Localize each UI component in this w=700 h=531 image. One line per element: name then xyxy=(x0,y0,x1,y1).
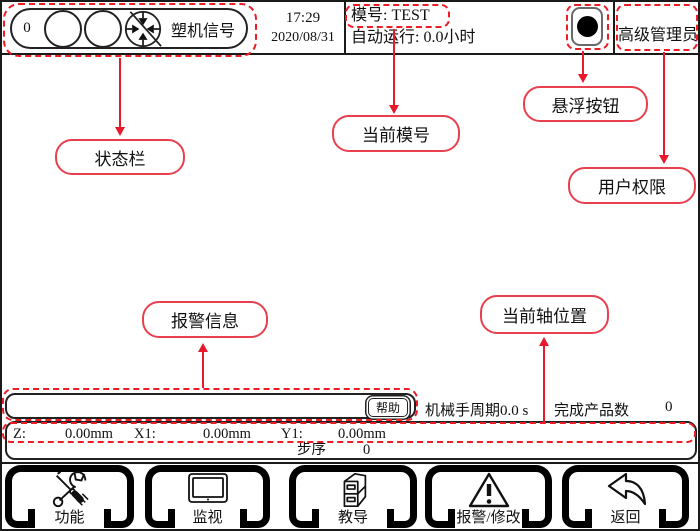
robot-cycle-value: 0.0 s xyxy=(500,403,529,419)
button-frame-hook xyxy=(387,509,417,528)
return-button[interactable]: 返回 xyxy=(562,465,689,528)
cabinet-icon xyxy=(289,470,417,510)
button-frame-hook xyxy=(104,509,134,528)
mold-info: 模号: TEST 自动运行: 0.0小时 xyxy=(351,5,475,49)
axis-position-bar: Z: 0.00mm X1: 0.00mm Y1: 0.00mm 步序 0 xyxy=(5,421,697,460)
arrow-axis-position xyxy=(543,345,545,422)
back-arrow-icon xyxy=(562,470,689,510)
arrow-user-permission xyxy=(663,52,665,156)
y1-axis-value: 0.00mm xyxy=(338,426,386,442)
machine-signal-status-bar[interactable]: 0 塑机信号 xyxy=(10,8,248,49)
products-value: 0 xyxy=(665,399,673,415)
floating-button[interactable] xyxy=(571,7,603,46)
alarm-message-bar[interactable]: 帮助 xyxy=(5,393,416,419)
arrowhead xyxy=(659,155,669,164)
user-role[interactable]: 高级管理员 xyxy=(617,26,698,44)
button-frame-hook xyxy=(659,509,689,528)
alarm-modify-button-label: 报警/修改 xyxy=(456,510,521,526)
callout-status-bar: 状态栏 xyxy=(55,139,185,175)
signal-indicator-icon xyxy=(84,9,122,48)
signal-indicator-icon xyxy=(44,9,82,48)
monitor-icon xyxy=(145,470,270,508)
function-button-label: 功能 xyxy=(54,510,85,526)
button-frame-hook xyxy=(522,509,552,528)
monitor-button[interactable]: 监视 xyxy=(145,465,270,528)
converge-crosshair-icon xyxy=(124,10,162,48)
callout-user-permission: 用户权限 xyxy=(568,167,696,204)
callout-alarm-info: 报警信息 xyxy=(142,301,268,338)
floating-button-dot-icon xyxy=(576,16,598,37)
toolbar-divider xyxy=(2,462,698,464)
function-button[interactable]: 功能 xyxy=(5,465,134,528)
arrow-float-button xyxy=(582,51,584,75)
teach-button-label: 教导 xyxy=(337,510,368,526)
signal-label: 塑机信号 xyxy=(171,22,236,40)
clock: 17:29 2020/08/31 xyxy=(260,8,346,48)
button-frame xyxy=(425,465,552,512)
y1-axis-label: Y1: xyxy=(281,426,303,442)
date-text: 2020/08/31 xyxy=(271,30,335,45)
mold-number-row: 模号: TEST xyxy=(351,7,430,24)
alarm-modify-button[interactable]: 报警/修改 xyxy=(425,465,552,528)
autorun-value: 0.0小时 xyxy=(423,29,476,46)
x1-axis-value: 0.00mm xyxy=(203,426,251,442)
products-label: 完成产品数 xyxy=(554,403,630,419)
time-text: 17:29 xyxy=(285,10,321,26)
z-axis-value: 0.00mm xyxy=(65,426,113,442)
teach-button[interactable]: 教导 xyxy=(289,465,417,528)
warning-icon xyxy=(425,470,552,510)
arrowhead xyxy=(389,105,399,114)
arrow-status-bar xyxy=(119,58,121,128)
button-frame xyxy=(145,465,270,512)
return-button-label: 返回 xyxy=(610,510,641,526)
button-frame xyxy=(289,465,417,512)
arrowhead xyxy=(539,337,549,346)
callout-current-mold: 当前模号 xyxy=(332,115,460,152)
x1-axis-label: X1: xyxy=(134,426,156,442)
arrowhead xyxy=(578,74,588,83)
button-frame-hook xyxy=(562,509,592,528)
mold-number-value: TEST xyxy=(391,7,430,24)
monitor-button-label: 监视 xyxy=(192,510,223,526)
header-vdivider-2 xyxy=(613,2,615,53)
button-frame xyxy=(562,465,689,512)
button-frame-hook xyxy=(5,509,35,528)
z-axis-label: Z: xyxy=(13,426,26,442)
signal-count: 0 xyxy=(23,20,31,36)
autorun-row: 自动运行: 0.0小时 xyxy=(351,29,476,46)
callout-float-button: 悬浮按钮 xyxy=(523,86,648,122)
arrowhead xyxy=(115,127,125,136)
arrow-alarm-info xyxy=(202,351,204,388)
button-frame-hook xyxy=(289,509,319,528)
button-frame-hook xyxy=(425,509,455,528)
button-frame xyxy=(5,465,134,512)
header-divider xyxy=(2,53,698,55)
help-button[interactable]: 帮助 xyxy=(368,398,408,417)
step-label: 步序 xyxy=(297,442,326,458)
tools-icon xyxy=(5,470,134,510)
step-value: 0 xyxy=(363,442,371,458)
callout-axis-position: 当前轴位置 xyxy=(480,295,609,334)
robot-cycle-stat: 机械手周期0.0 s xyxy=(425,403,529,419)
arrowhead xyxy=(198,343,208,352)
button-frame-hook xyxy=(240,509,270,528)
button-frame-hook xyxy=(145,509,175,528)
arrow-current-mold xyxy=(393,29,395,106)
